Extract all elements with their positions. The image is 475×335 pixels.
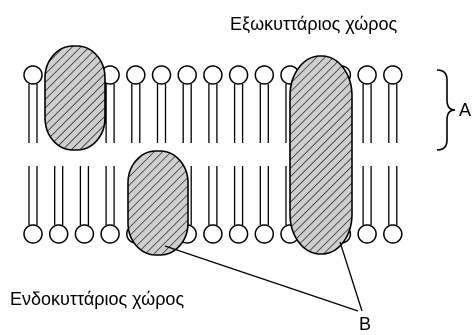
phosphate-head [383,224,403,244]
phospholipid-inner [383,166,403,244]
phosphate-head [357,224,377,244]
phospholipid-inner [357,166,377,244]
extracellular-label: Εξωκυττάριος χώρος [230,14,398,34]
phospholipid-inner [74,166,95,244]
phosphate-head [177,65,197,85]
phosphate-head [228,224,249,244]
phospholipid-inner [254,166,275,244]
phospholipid-outer [383,65,403,143]
phospholipid-outer [357,65,377,143]
phosphate-head [357,65,377,85]
phosphate-head [383,65,403,85]
phospholipid-outer [254,65,275,143]
phospholipid-outer [126,65,146,143]
phosphate-head [48,224,69,244]
peripheral-protein-inner [127,150,189,256]
intracellular-label: Ενδοκυττάριος χώρος [10,289,185,309]
phosphate-head [203,65,223,85]
phospholipid-inner [48,166,69,244]
phospholipid-inner [100,166,120,244]
phospholipid-outer [23,65,43,143]
phospholipid-inner [228,166,249,244]
pointer-line-integral-protein [339,241,363,312]
bilayer-marker-label: A [459,100,472,120]
integral-protein [289,55,353,255]
phospholipid-outer [203,65,223,143]
phosphate-head [254,65,275,85]
phosphate-head [228,65,249,85]
bilayer-brace [436,69,456,151]
peripheral-protein-outer [44,45,106,151]
phospholipid-outer [177,65,197,143]
phosphate-head [151,65,172,85]
phosphate-head [254,224,275,244]
phospholipid-inner [23,166,43,244]
phosphate-head [126,65,146,85]
phosphate-head [23,224,43,244]
phospholipid-outer [228,65,249,143]
phosphate-head [100,224,120,244]
pointer-line-inner-protein [164,245,359,312]
phosphate-head [203,224,223,244]
protein-marker-label: B [359,314,372,334]
phosphate-head [74,224,95,244]
phosphate-head [23,65,43,85]
phospholipid-inner [203,166,223,244]
phospholipid-outer [151,65,172,143]
